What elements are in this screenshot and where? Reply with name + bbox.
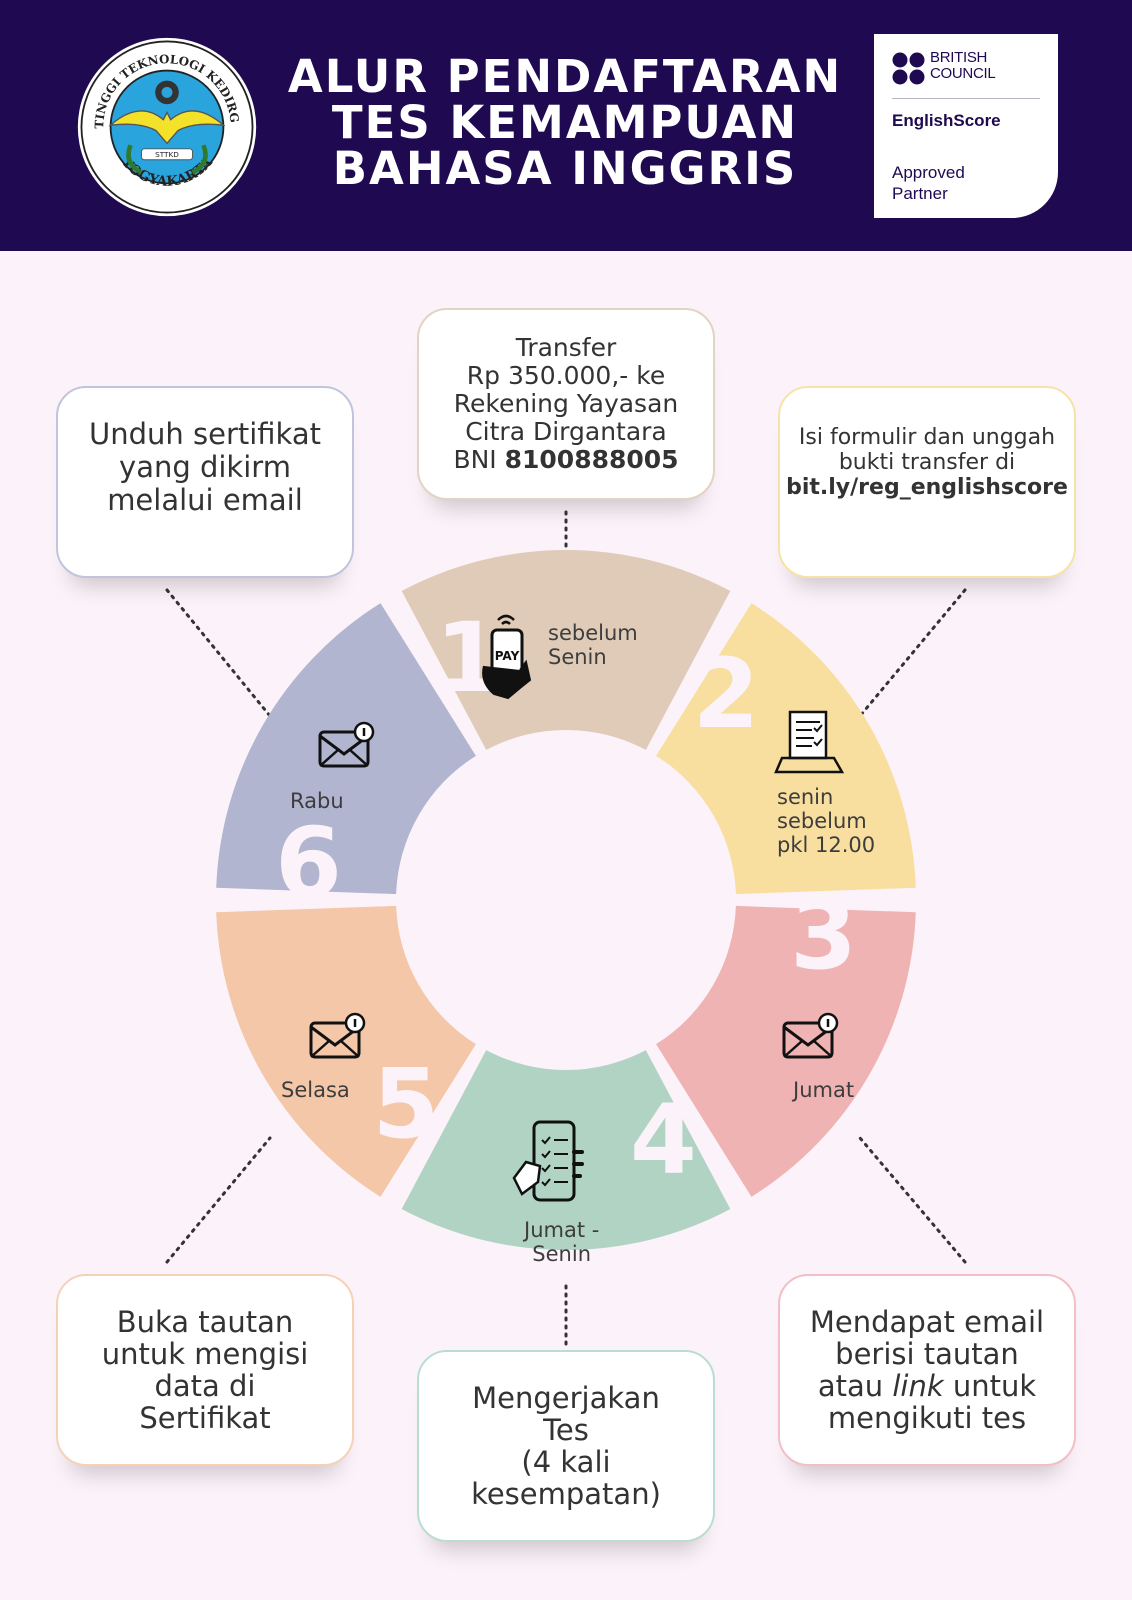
cycle-segment-2 xyxy=(656,603,916,895)
seal-ribbon-text: STTKD xyxy=(155,150,179,159)
british-council-dots-logo xyxy=(892,52,925,85)
badge-divider xyxy=(892,98,1040,99)
mail-notification-icon xyxy=(318,721,375,768)
step-3-time-label: Jumat xyxy=(793,1078,855,1102)
svg-text:PAY: PAY xyxy=(495,649,520,663)
englishscore-label: EnglishScore xyxy=(892,111,1001,130)
cycle-segment-3 xyxy=(656,905,916,1197)
connector-line-2 xyxy=(858,588,967,718)
step-6-description-box: Unduh sertifikat yang dikirm melalui ema… xyxy=(56,386,354,578)
step-5-description-box: Buka tautan untuk mengisi data di Sertif… xyxy=(56,1274,354,1466)
step-4-time-label: Jumat -Senin xyxy=(524,1218,600,1266)
british-council-name: BRITISH COUNCIL xyxy=(930,49,996,82)
page-title: ALUR PENDAFTARAN TES KEMAMPUAN BAHASA IN… xyxy=(280,54,850,192)
step-1-description-box: Transfer Rp 350.000,- ke Rekening Yayasa… xyxy=(417,308,715,500)
step-5-time-label: Selasa xyxy=(281,1078,350,1102)
step-3-description-box: Mendapat email berisi tautan atau link u… xyxy=(778,1274,1076,1466)
cycle-segment-6 xyxy=(216,603,476,895)
step-icons: PAY xyxy=(309,614,845,1202)
sttkd-seal-logo: SEKOLAH TINGGI TEKNOLOGI KEDIRGANTARAAN … xyxy=(76,36,257,217)
registration-link[interactable]: bit.ly/reg_englishscore xyxy=(786,474,1068,500)
title-line-3: BAHASA INGGRIS xyxy=(332,142,798,195)
title-line-1: ALUR PENDAFTARAN xyxy=(287,50,843,103)
phone-checklist-icon xyxy=(512,1120,584,1202)
cycle-segment-4 xyxy=(401,1050,731,1250)
step-4-description-box: Mengerjakan Tes (4 kali kesempatan) xyxy=(417,1350,715,1542)
connector-line-4 xyxy=(858,1136,967,1264)
step-number-4: 4 xyxy=(630,1084,697,1196)
cycle-segment-1 xyxy=(401,550,731,750)
step-number-6: 6 xyxy=(275,807,342,919)
connector-lines xyxy=(165,510,967,1348)
title-line-2: TES KEMAMPUAN xyxy=(331,96,799,149)
mail-notification-icon xyxy=(782,1012,839,1059)
cycle-segments xyxy=(216,550,916,1250)
mail-notification-icon xyxy=(309,1012,366,1059)
british-council-badge: BRITISH COUNCIL EnglishScore Approved Pa… xyxy=(874,34,1058,218)
header-banner: SEKOLAH TINGGI TEKNOLOGI KEDIRGANTARAAN … xyxy=(0,0,1132,251)
step-number-2: 2 xyxy=(693,638,760,750)
step-number-3: 3 xyxy=(790,879,857,991)
step-number-5: 5 xyxy=(373,1048,440,1160)
phone-pay-icon: PAY xyxy=(482,614,532,700)
step-2-description-box: Isi formulir dan unggah bukti transfer d… xyxy=(778,386,1076,578)
account-number: 8100888005 xyxy=(504,445,679,474)
approved-partner-label: Approved Partner xyxy=(892,163,965,203)
form-laptop-icon xyxy=(774,710,845,774)
cycle-segment-5 xyxy=(216,905,476,1197)
step-6-time-label: Rabu xyxy=(290,789,344,813)
connector-line-3 xyxy=(165,588,272,718)
connector-line-5 xyxy=(165,1136,272,1264)
